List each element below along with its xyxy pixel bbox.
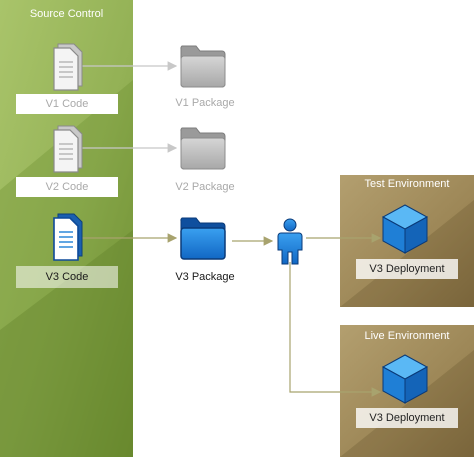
- cube-icon: [381, 204, 429, 254]
- code-label-v3: V3 Code: [45, 271, 89, 283]
- document-stack-icon: [53, 43, 83, 91]
- source-control-title: Source Control: [29, 8, 104, 20]
- test-deployment-label: V3 Deployment: [369, 263, 445, 275]
- document-stack-icon: [53, 125, 83, 173]
- live-deployment-label: V3 Deployment: [369, 412, 445, 424]
- package-label-v2: V2 Package: [175, 181, 235, 193]
- person-icon: [277, 218, 303, 265]
- document-stack-icon: [53, 213, 83, 261]
- package-label-v3: V3 Package: [175, 271, 235, 283]
- code-label-v2: V2 Code: [45, 181, 89, 193]
- test-environment-title: Test Environment: [364, 178, 450, 190]
- code-label-box-active: [16, 266, 118, 288]
- folder-icon: [180, 127, 226, 170]
- connector-deployer-to-live: [289, 262, 382, 397]
- deployment-label-box: [356, 408, 458, 428]
- deployment-label-box: [356, 259, 458, 279]
- cube-icon: [381, 354, 429, 404]
- folder-icon: [180, 45, 226, 88]
- code-label-v1: V1 Code: [45, 98, 89, 110]
- code-label-box: [16, 94, 118, 114]
- folder-icon: [180, 217, 226, 260]
- live-environment-title: Live Environment: [364, 330, 450, 342]
- code-label-box: [16, 177, 118, 197]
- test-environment-panel: [340, 175, 474, 307]
- package-label-v1: V1 Package: [175, 97, 235, 109]
